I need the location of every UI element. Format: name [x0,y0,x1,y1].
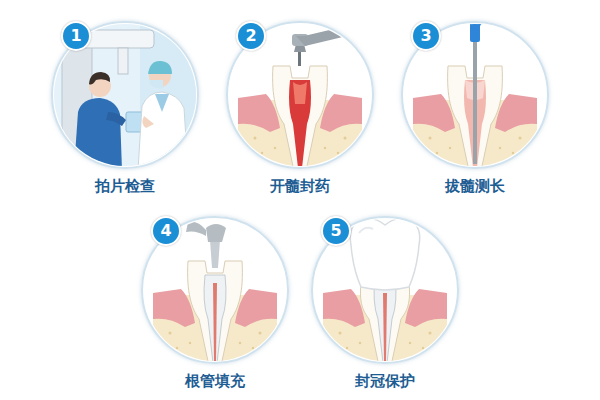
step-number-badge: 4 [151,216,181,246]
step-number-badge: 2 [236,21,266,51]
step-caption: 开髓封药 [270,177,330,196]
step-circle: 根管填充4 [141,216,289,364]
step-caption: 拔髓测长 [445,177,505,196]
step-number: 1 [70,28,81,44]
step-number: 5 [330,223,341,239]
step-circle: 封冠保护5 [311,216,459,364]
step-number: 3 [420,28,431,44]
step-caption: 根管填充 [185,372,245,391]
step-circle: 拔髓测长3 [401,21,549,169]
step-caption: 封冠保护 [355,372,415,391]
step-number-badge: 5 [321,216,351,246]
step-number-badge: 1 [61,21,91,51]
step-circle: 拍片检查1 [51,21,199,169]
step-number: 2 [245,28,256,44]
step-number: 4 [160,223,171,239]
step-caption: 拍片检查 [95,177,155,196]
step-circle: 开髓封药2 [226,21,374,169]
step-number-badge: 3 [411,21,441,51]
